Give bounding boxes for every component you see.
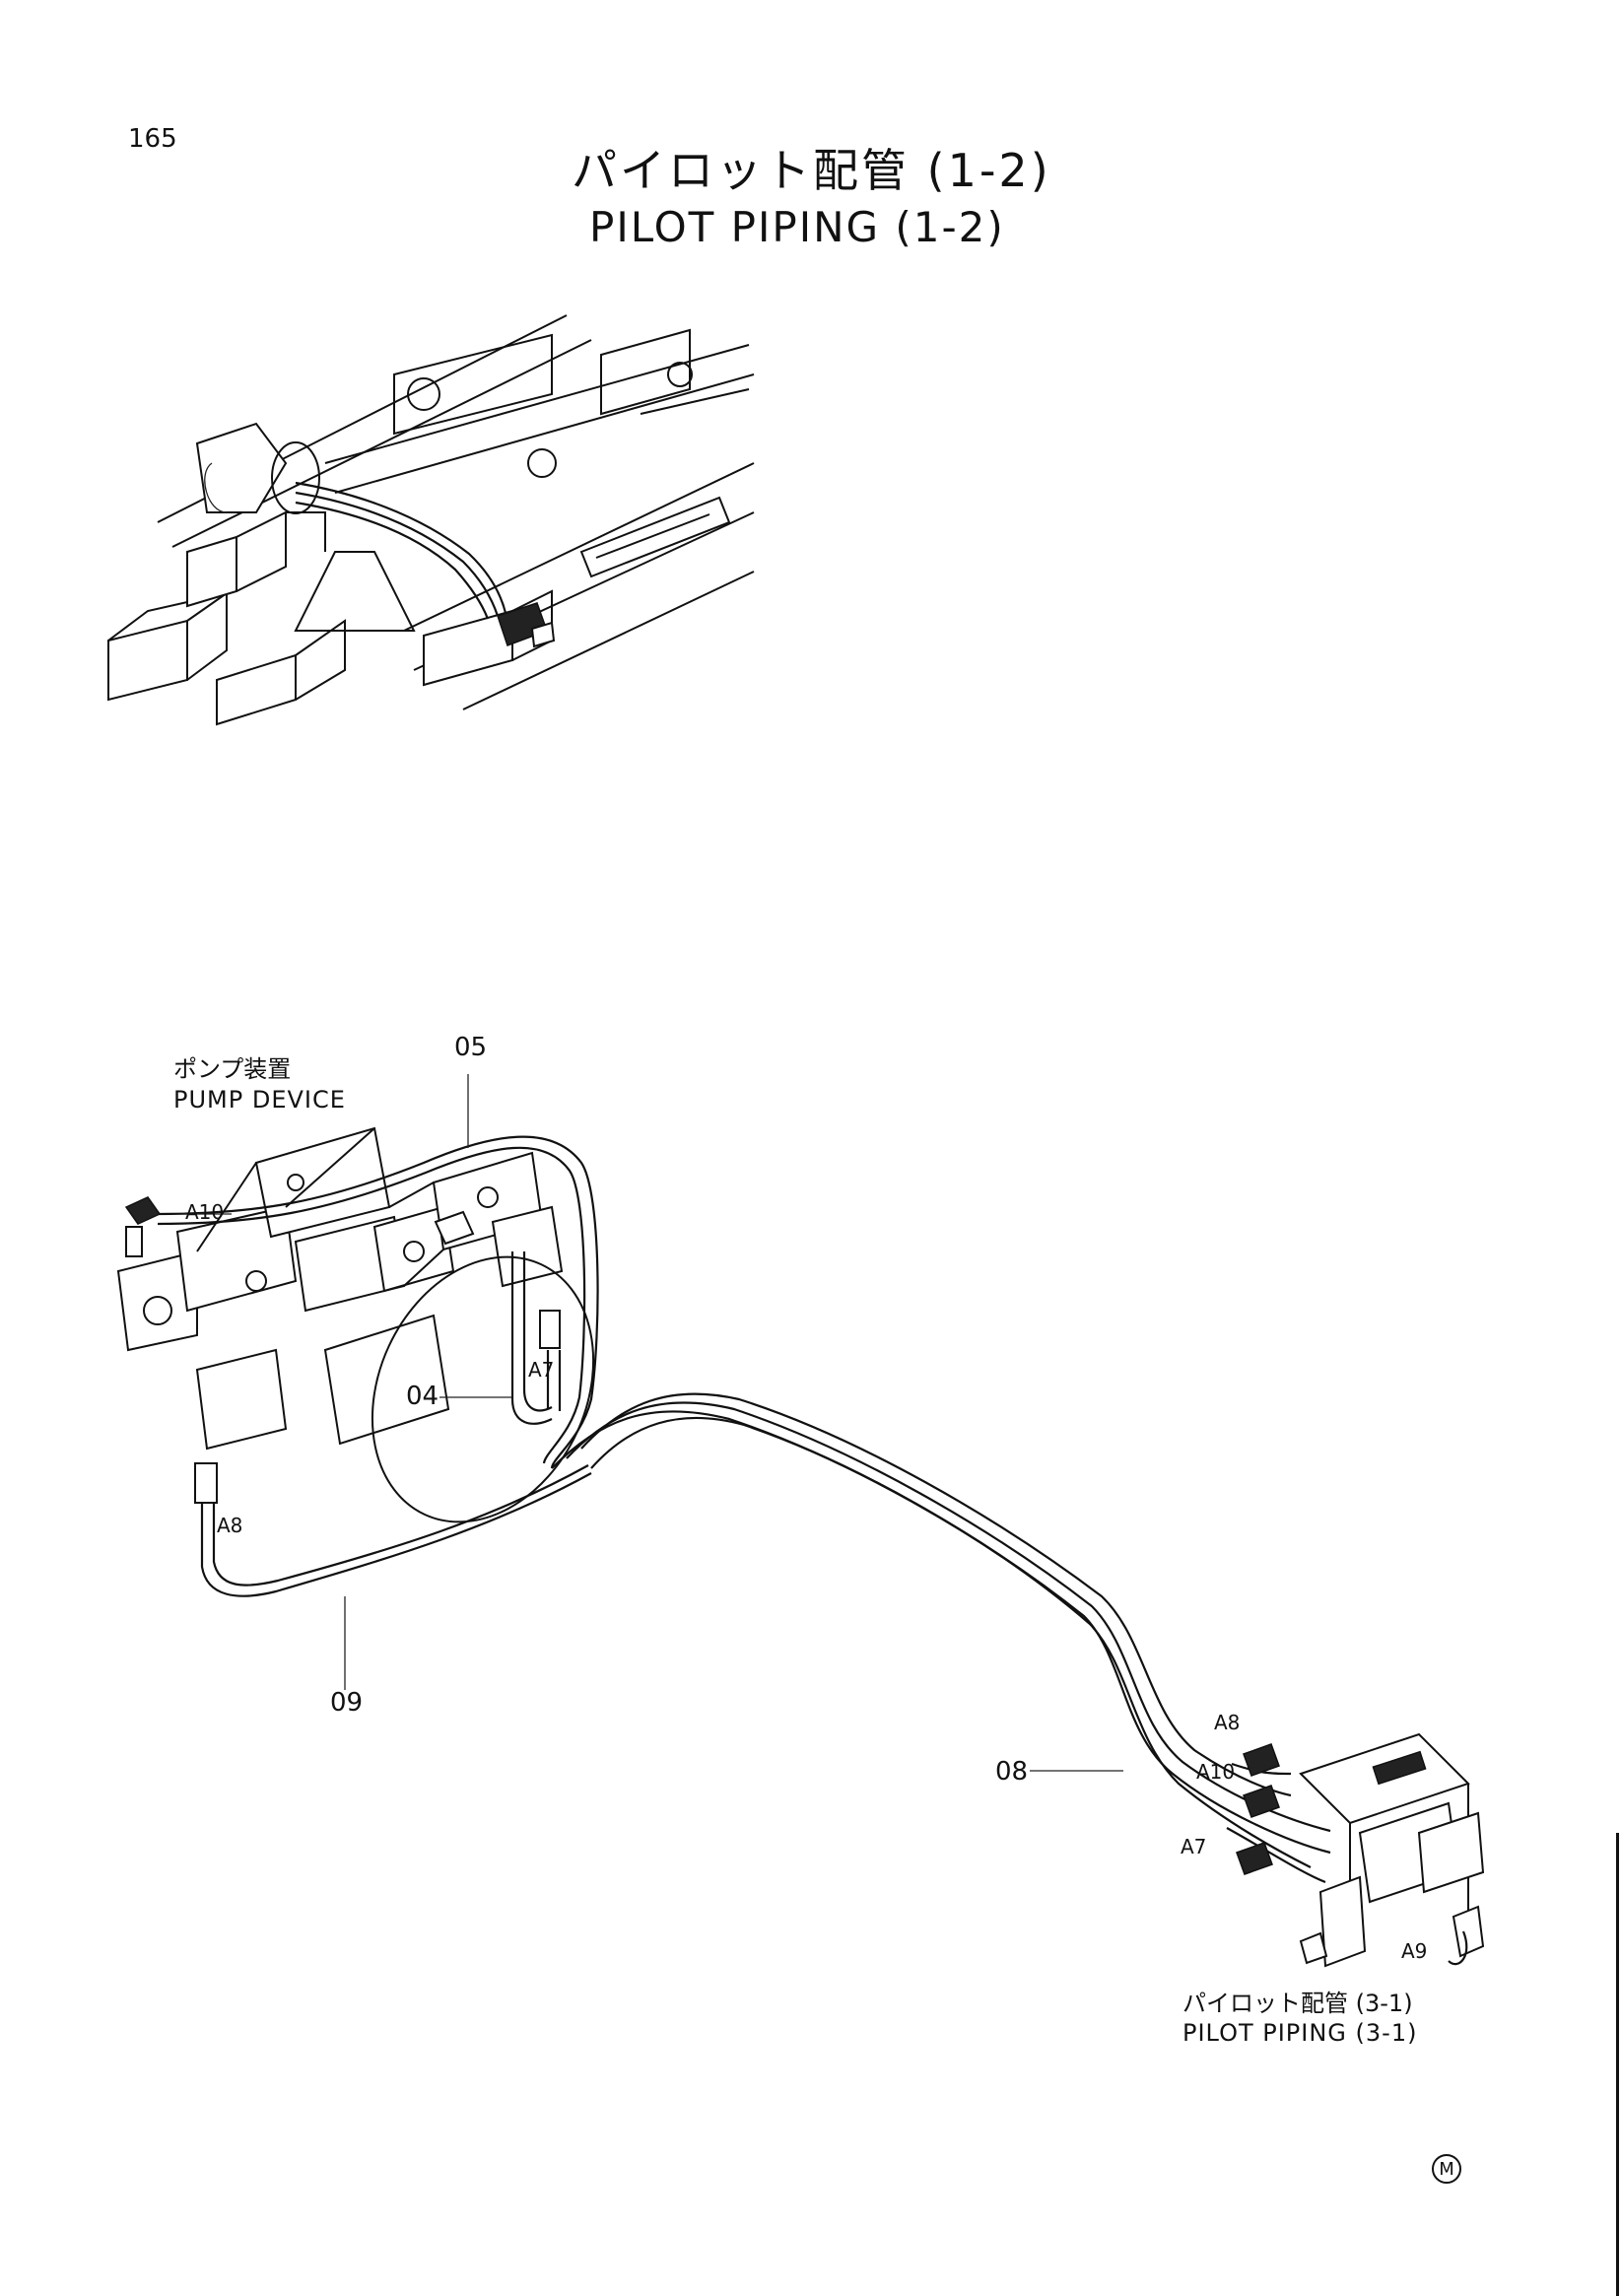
callout-part-08: 08	[995, 1757, 1029, 1787]
page-number: 165	[128, 124, 177, 154]
reference-label-en: PILOT PIPING (3-1)	[1182, 2019, 1418, 2047]
frame-overview	[107, 314, 755, 726]
port-label-a8-valve: A8	[1214, 1711, 1241, 1734]
pump-device-label-jp: ポンプ装置	[173, 1055, 292, 1083]
port-label-a10-pump: A10	[185, 1200, 225, 1224]
callout-part-05: 05	[454, 1033, 488, 1062]
port-label-a10-valve: A10	[1196, 1760, 1236, 1784]
port-label-a7-pump: A7	[528, 1358, 555, 1382]
port-label-a9-valve: A9	[1401, 1939, 1428, 1963]
control-valve-drawing	[1236, 1732, 1485, 1968]
page-title-en: PILOT PIPING (1-2)	[589, 203, 1005, 251]
pipe-lines	[157, 1135, 1331, 1884]
port-label-a8-pump: A8	[217, 1514, 243, 1537]
binding-edge-line	[1616, 1833, 1619, 2296]
reference-label-jp: パイロット配管 (3-1)	[1182, 1990, 1413, 2017]
callout-part-04: 04	[406, 1382, 439, 1411]
leader-lines	[182, 1074, 1123, 1772]
page-title-jp: パイロット配管 (1-2)	[572, 144, 1051, 197]
port-label-a7-valve: A7	[1181, 1835, 1207, 1858]
callout-part-09: 09	[330, 1688, 364, 1718]
pump-device-drawing	[116, 1126, 595, 1523]
circle-m-mark: M	[1432, 2154, 1461, 2184]
pump-device-label-en: PUMP DEVICE	[173, 1086, 346, 1114]
